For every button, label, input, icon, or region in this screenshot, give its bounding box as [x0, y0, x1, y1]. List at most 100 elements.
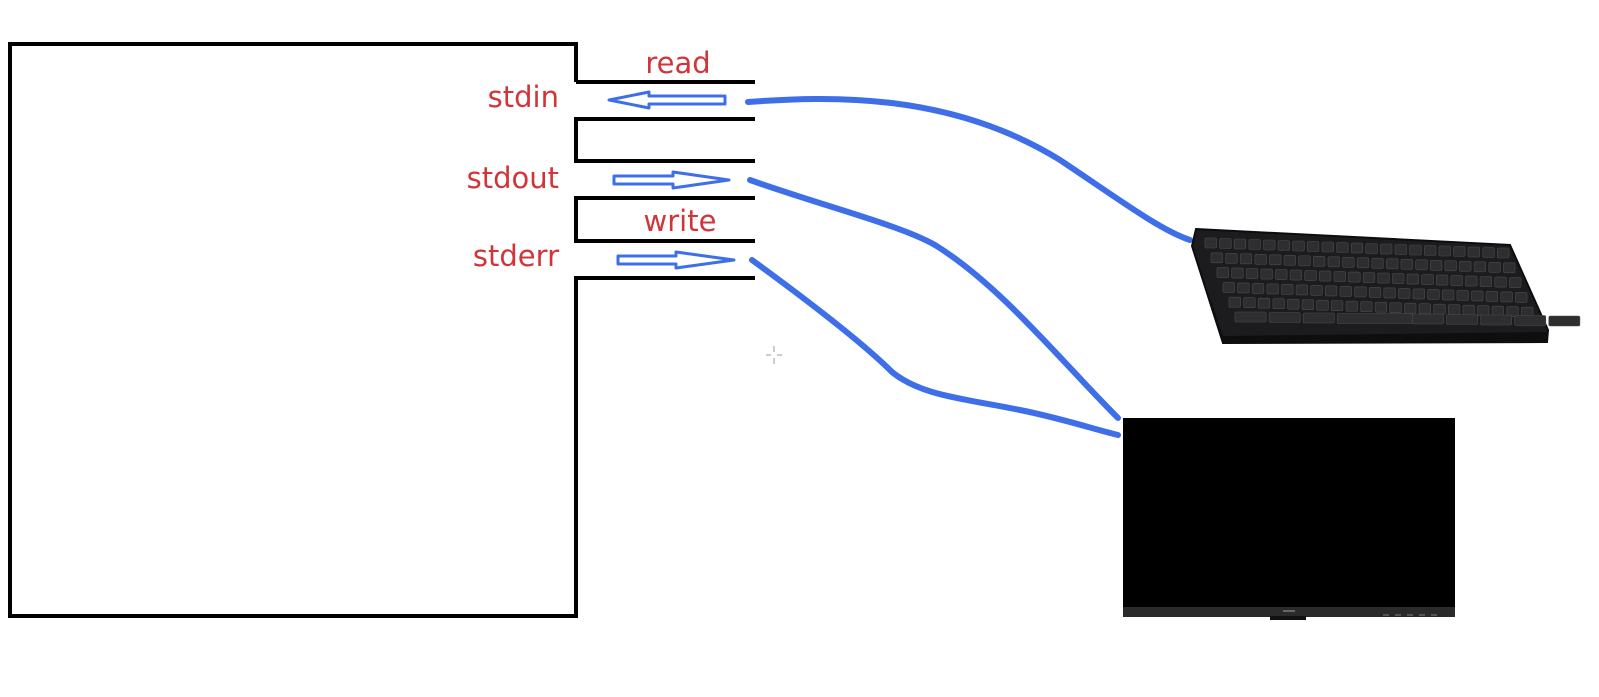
- keyboard-key: [1304, 270, 1317, 281]
- keyboard-key: [1479, 276, 1492, 287]
- keyboard-key: [1307, 241, 1320, 252]
- keyboard-key: [1342, 256, 1355, 268]
- keyboard-key: [1339, 286, 1352, 297]
- keyboard-key: [1222, 282, 1235, 293]
- keyboard-key: [1350, 242, 1364, 254]
- keyboard-key: [1233, 238, 1247, 250]
- keyboard-key: [1368, 287, 1382, 298]
- keyboard-key: [1336, 242, 1349, 253]
- keyboard-key: [1427, 289, 1440, 300]
- keyboard-key: [1266, 283, 1279, 295]
- stderr-label: stderr: [473, 239, 559, 273]
- keyboard-key: [1480, 314, 1512, 326]
- keyboard-key: [1433, 303, 1446, 315]
- keyboard-key: [1436, 274, 1449, 286]
- keyboard-key: [1272, 298, 1285, 310]
- keyboard-key: [1494, 276, 1507, 288]
- keyboard-key: [1289, 269, 1302, 281]
- keyboard-key: [1412, 313, 1444, 325]
- keyboard-key: [1319, 270, 1332, 282]
- keyboard-key: [1210, 252, 1223, 264]
- keyboard-key: [1287, 298, 1300, 310]
- stdin-stdout-separator: [574, 117, 755, 163]
- keyboard-key: [1333, 271, 1346, 282]
- keyboard-key: [1302, 312, 1335, 324]
- keyboard-key: [1292, 240, 1305, 252]
- keyboard-key: [1298, 255, 1311, 267]
- keyboard-key: [1497, 247, 1510, 259]
- keyboard-key: [1380, 243, 1393, 255]
- keyboard-key: [1456, 290, 1469, 301]
- monitor-stand: [1270, 616, 1306, 620]
- keyboard-key: [1394, 244, 1407, 255]
- keyboard-key: [1459, 260, 1472, 272]
- stdout-stderr-separator: [574, 196, 755, 243]
- keyboard-key: [1239, 253, 1253, 265]
- keyboard-key: [1225, 253, 1238, 264]
- monitor-icon: [1123, 418, 1455, 620]
- keyboard-key: [1254, 254, 1267, 265]
- keyboard-key: [1310, 285, 1323, 296]
- keyboard-key: [1281, 284, 1294, 295]
- keyboard-key: [1477, 305, 1490, 317]
- stdin-arrow: [607, 90, 727, 110]
- keyboard-key: [1415, 259, 1428, 271]
- keyboard-key: [1301, 299, 1314, 311]
- stdout-arrow: [612, 170, 731, 190]
- keyboard-key: [1442, 289, 1455, 301]
- keyboard-key: [1234, 311, 1267, 323]
- keyboard-key: [1514, 315, 1547, 326]
- keyboard-key: [1325, 285, 1338, 297]
- keyboard-key: [1263, 239, 1276, 251]
- keyboard-key: [1404, 302, 1417, 314]
- keyboard-key: [1245, 268, 1259, 279]
- keyboard-key: [1283, 255, 1296, 266]
- keyboard-key: [1243, 297, 1256, 309]
- keyboard-key: [1471, 290, 1484, 302]
- monitor-buttons: [1383, 614, 1437, 616]
- stdin-label: stdin: [488, 80, 559, 114]
- keyboard-key: [1421, 274, 1434, 285]
- keyboard-key: [1444, 260, 1457, 272]
- keyboard-key: [1362, 272, 1376, 283]
- keyboard-key: [1313, 255, 1326, 267]
- keyboard-key: [1231, 267, 1244, 279]
- keyboard-key: [1412, 288, 1425, 300]
- stdin-cable: [745, 95, 1193, 243]
- keyboard-key: [1485, 291, 1498, 302]
- keyboard-key: [1400, 258, 1413, 270]
- keyboard-key: [1446, 314, 1478, 325]
- keyboard-key: [1448, 304, 1461, 316]
- keyboard-key: [1295, 284, 1308, 296]
- keyboard-key: [1392, 273, 1405, 284]
- keyboard-key: [1365, 243, 1378, 254]
- keyboard-key: [1331, 300, 1344, 312]
- keyboard-key: [1438, 245, 1451, 257]
- keyboard-key: [1409, 244, 1422, 256]
- keyboard-key: [1260, 268, 1273, 280]
- stdout-label: stdout: [467, 161, 559, 195]
- keyboard-icon: [1190, 227, 1581, 345]
- keyboard-key: [1354, 286, 1367, 298]
- keyboard-key: [1515, 292, 1528, 303]
- keyboard-key: [1450, 275, 1463, 286]
- keyboard-key: [1327, 256, 1340, 268]
- keyboard-key: [1277, 240, 1290, 251]
- keyboard-key: [1345, 300, 1358, 312]
- keyboard-key: [1503, 262, 1516, 274]
- keyboard-key: [1268, 312, 1301, 323]
- keyboard-key: [1462, 304, 1475, 316]
- write-label: write: [644, 204, 717, 238]
- keyboard-key: [1482, 247, 1495, 258]
- keyboard-key: [1386, 258, 1399, 270]
- keyboard-key: [1204, 237, 1217, 249]
- keyboard-key: [1356, 257, 1370, 269]
- keyboard-key: [1453, 246, 1466, 257]
- monitor-screen: [1123, 418, 1455, 607]
- keyboard-key: [1398, 288, 1411, 299]
- keyboard-key: [1360, 301, 1373, 313]
- keyboard-key: [1473, 261, 1486, 273]
- keyboard-key: [1275, 269, 1288, 280]
- keyboard-key: [1248, 239, 1261, 250]
- crosshair-icon: [766, 346, 782, 364]
